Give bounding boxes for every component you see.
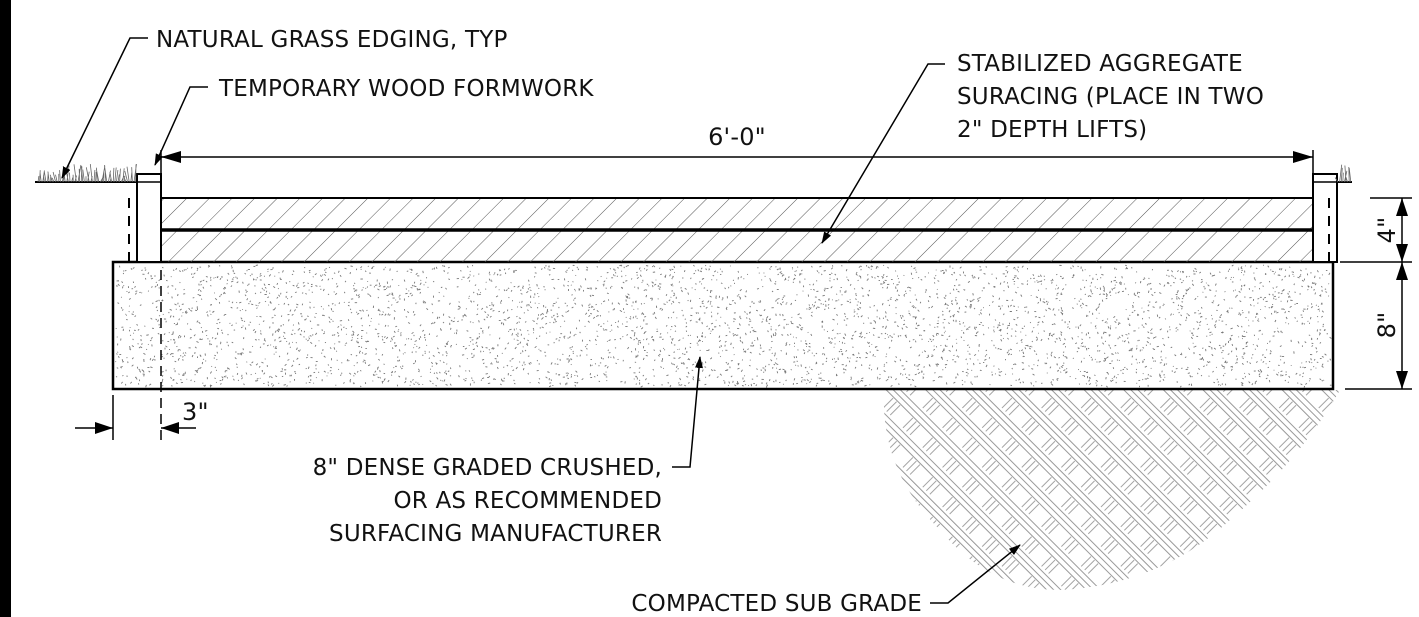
- formwork-right: [1312, 173, 1338, 270]
- leader-subgrade: [930, 544, 1021, 604]
- stabilized-label-line3: 2" DEPTH LIFTS): [957, 117, 1147, 143]
- width-dimension: 6'-0": [160, 123, 1314, 174]
- base-label-line1: 8" DENSE GRADED CRUSHED,: [313, 455, 662, 481]
- overhang-dimension: 3": [75, 270, 209, 440]
- grass-left: [35, 163, 137, 183]
- formwork-left: [128, 173, 162, 270]
- base-course: [111, 260, 1335, 391]
- width-dimension-label: 6'-0": [708, 123, 766, 151]
- subgrade-label: COMPACTED SUB GRADE: [631, 591, 922, 617]
- base-stipple: [115, 264, 1332, 389]
- leader-grass: [61, 37, 148, 179]
- base-depth-label: 8": [1373, 312, 1401, 339]
- base-label-line2: OR AS RECOMMENDED: [394, 488, 663, 514]
- formwork-label: TEMPORARY WOOD FORMWORK: [218, 76, 594, 102]
- subgrade-hatch: [883, 390, 1340, 590]
- leader-lines: [61, 37, 1021, 604]
- surface-depth-label: 4": [1373, 217, 1401, 244]
- grass-edging-label: NATURAL GRASS EDGING, TYP: [156, 27, 508, 53]
- leader-base: [672, 356, 703, 468]
- base-label-line3: SURFACING MANUFACTURER: [329, 521, 662, 547]
- left-border-bar: [0, 0, 11, 617]
- stabilized-label-line2: SURACING (PLACE IN TWO: [957, 84, 1264, 110]
- grass-right: [1334, 164, 1352, 183]
- surface-course: [161, 197, 1313, 262]
- leader-stabilized: [821, 63, 945, 244]
- stabilized-label-line1: STABILIZED AGGREGATE: [957, 51, 1243, 77]
- leader-formwork: [154, 86, 208, 166]
- depth-dimension: 4" 8": [1340, 197, 1412, 390]
- overhang-label: 3": [182, 398, 209, 426]
